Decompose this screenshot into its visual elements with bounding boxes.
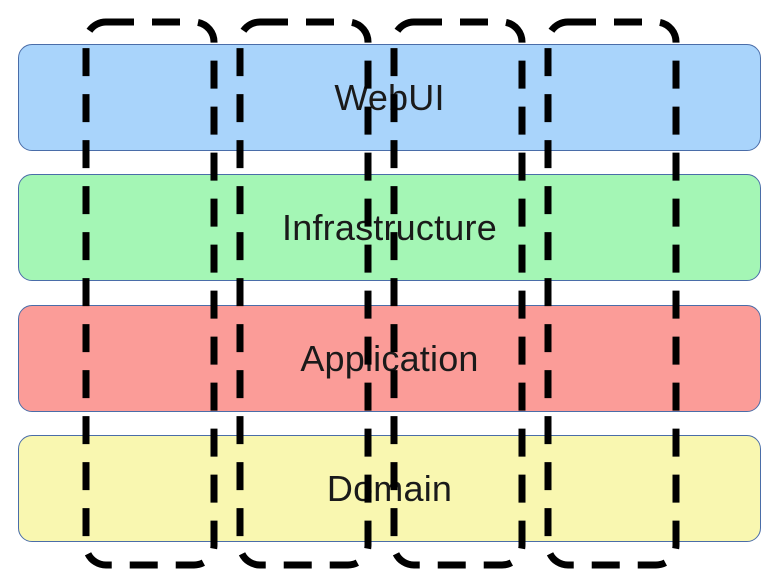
layer-domain: Domain xyxy=(18,435,761,542)
layer-application-label: Application xyxy=(300,337,479,379)
layer-infrastructure-label: Infrastructure xyxy=(282,206,497,248)
layer-webui-label: WebUI xyxy=(334,76,445,118)
layer-domain-label: Domain xyxy=(326,467,453,509)
layer-webui: WebUI xyxy=(18,44,761,151)
layer-infrastructure: Infrastructure xyxy=(18,174,761,281)
layer-application: Application xyxy=(18,305,761,412)
